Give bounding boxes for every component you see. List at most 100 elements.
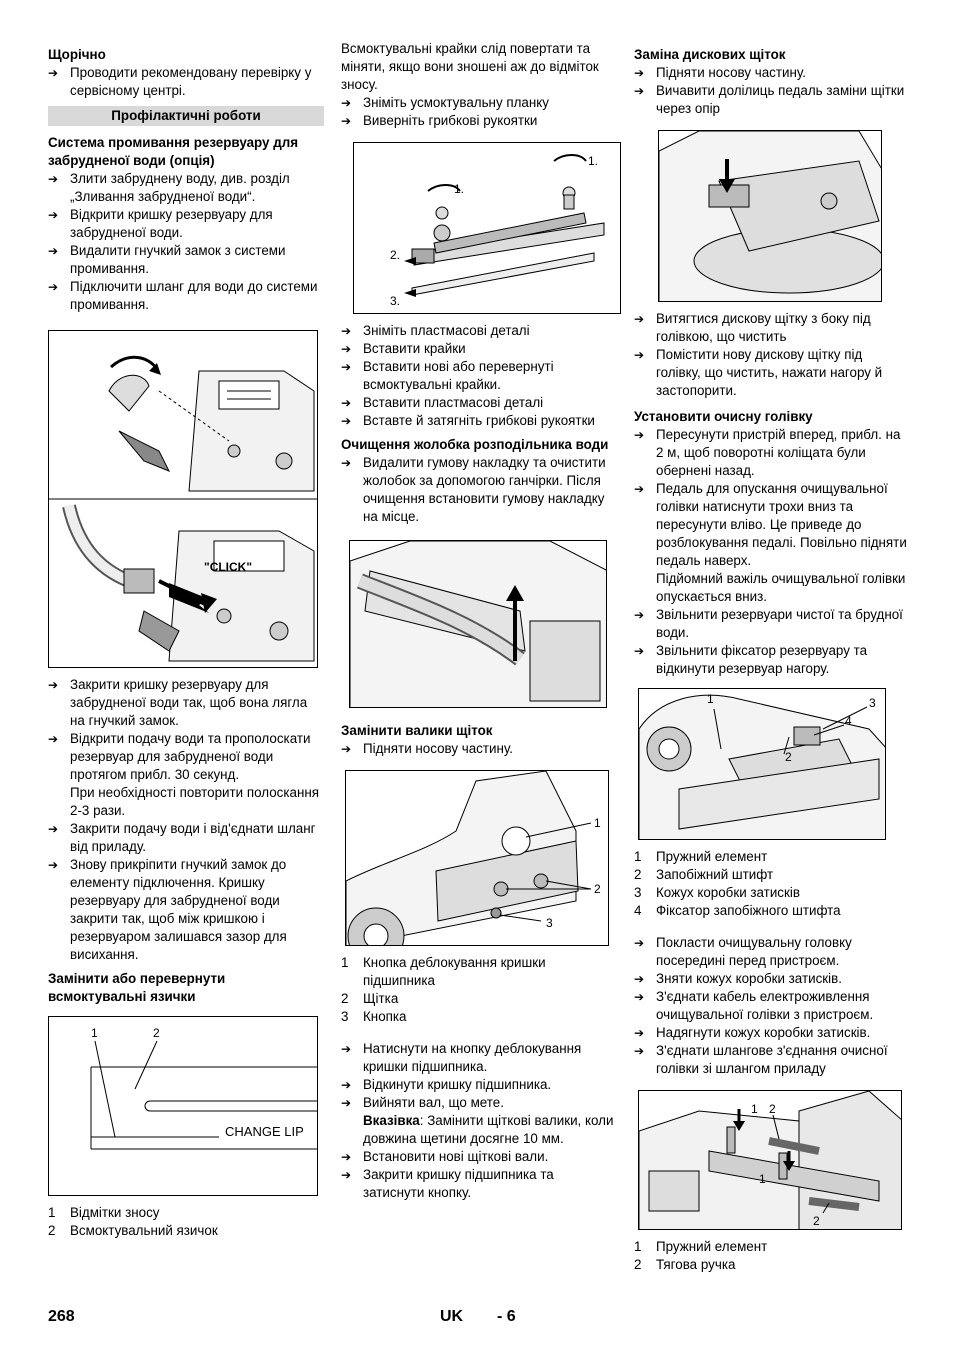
step-item: Помістити нову дискову щітку під голівку…	[634, 346, 910, 400]
rollers-fig-n3: 3	[546, 916, 553, 930]
step-item: Знову прикріпити гнучкий замок до елемен…	[48, 856, 324, 964]
lips-heading: Замінити або перевернути всмоктувальні я…	[48, 971, 226, 1004]
step-item: Закрити кришку резервуару для забруднено…	[48, 676, 324, 730]
legend-item: 1 Пружний елемент	[634, 848, 910, 866]
language-code: UK	[440, 1308, 464, 1325]
step-item: Звільнити фіксатор резервуару та відкину…	[634, 642, 910, 678]
step-item: Педаль для опускання очищувальної голівк…	[634, 480, 910, 570]
head-steps-3: Покласти очищувальну головку посередині …	[634, 934, 910, 1078]
legend-text: Кнопка деблокування кришки підшипника	[363, 955, 546, 988]
step-item: З'єднати кабель електроживлення очищувал…	[634, 988, 910, 1024]
step-item: З'єднати шлангове з'єднання очисної голі…	[634, 1042, 910, 1078]
tank-fig-n4: 4	[845, 714, 852, 728]
spring-figure: 1 2 1 2	[638, 1090, 902, 1230]
step-item: Відкрити подачу води та прополоскати рез…	[48, 730, 324, 784]
legend-item: 1 Пружний елемент	[634, 1238, 910, 1256]
disc-heading: Заміна дискових щіток	[634, 47, 786, 62]
step-item: Пересунути пристрій вперед, прибл. на 2 …	[634, 426, 910, 480]
legend-item: 4 Фіксатор запобіжного штифта	[634, 902, 910, 920]
step-item: Зніміть усмоктувальну планку	[341, 94, 617, 112]
rollers-steps-3: Встановити нові щіткові вали.Закрити кри…	[341, 1148, 617, 1202]
page-number: 268	[48, 1308, 75, 1325]
section-number: - 6	[497, 1308, 516, 1326]
lips-figure: 1 2 CHANGE LIP	[48, 1016, 318, 1196]
step-item: Вставити нові або перевернуті всмоктувал…	[341, 358, 617, 394]
spring-fig-n2: 2	[769, 1102, 776, 1116]
rollers-figure: 1 2 3	[345, 770, 609, 946]
rollers-steps-2: Натиснути на кнопку деблокування кришки …	[341, 1040, 617, 1112]
rinse-note: При необхідності повторити полоскання 2-…	[70, 785, 319, 818]
step-item: Вставити пластмасові деталі	[341, 394, 617, 412]
legend-number: 1	[634, 1239, 642, 1254]
legend-number: 1	[634, 849, 642, 864]
column-3: Заміна дискових щіток Підняти носову час…	[634, 40, 910, 1274]
spring-fig-n3: 1	[759, 1172, 766, 1186]
legend-text: Пружний елемент	[656, 1239, 768, 1254]
legend-item: 1 Відмітки зносу	[48, 1204, 324, 1222]
tank-fig-n2: 2	[785, 750, 792, 764]
disc-steps-2: Витягтися дискову щітку з боку під голів…	[634, 310, 910, 400]
legend-text: Тягова ручка	[656, 1257, 736, 1272]
head-steps-2: Звільнити резервуари чистої та брудної в…	[634, 606, 910, 678]
tank-fig-n3: 3	[869, 696, 876, 710]
squeegee-figure: 1. 1. 2. 3.	[353, 142, 621, 314]
hint: Вказівка: Замінити щіткові валики, коли …	[341, 1112, 617, 1148]
lips-fig-n2: 2	[153, 1026, 160, 1040]
hint-text: : Замінити щіткові валики, коли довжина …	[363, 1113, 614, 1146]
step-item: Відкинути кришку підшипника.	[341, 1076, 617, 1094]
head-note: Підйомний важіль очищувальної голівки оп…	[656, 571, 906, 604]
step-item: Закрити кришку підшипника та затиснути к…	[341, 1166, 617, 1202]
disc-steps: Підняти носову частину.Вичавити долілиць…	[634, 64, 910, 118]
lips-fig-change: CHANGE LIP	[225, 1124, 304, 1139]
step-item: Проводити рекомендовану перевірку у серв…	[48, 64, 324, 100]
step-item: Відкрити кришку резервуару для забруднен…	[48, 206, 324, 242]
step-item: Вставити крайки	[341, 340, 617, 358]
step-item: Вийняти вал, що мете.	[341, 1094, 617, 1112]
rollers-fig-n2: 2	[594, 882, 601, 896]
step-item: Видалити гнучкий замок з системи промива…	[48, 242, 324, 278]
spring-fig-n4: 2	[813, 1214, 820, 1228]
step-item: Виверніть грибкові рукоятки	[341, 112, 617, 130]
trough-figure	[349, 540, 607, 708]
head-steps: Пересунути пристрій вперед, прибл. на 2 …	[634, 426, 910, 570]
legend-number: 4	[634, 903, 642, 918]
step-item: Витягтися дискову щітку з боку під голів…	[634, 310, 910, 346]
lips-steps-2: Зніміть пластмасові деталіВставити крайк…	[341, 322, 617, 430]
rollers-steps: Підняти носову частину.	[341, 740, 617, 758]
step-item: Видалити гумову накладку та очистити жол…	[341, 454, 617, 526]
rinse-figure: "CLICK"	[48, 330, 318, 668]
disc-figure	[658, 130, 882, 302]
lips-fig-n1: 1	[91, 1026, 98, 1040]
squeegee-fig-label-a: 1.	[588, 154, 598, 168]
legend-number: 2	[48, 1223, 56, 1238]
column-1: Щорічно Проводити рекомендовану перевірк…	[48, 40, 324, 1240]
rinse-steps: Злити забруднену воду, див. розділ „Злив…	[48, 170, 324, 314]
tank-fig-n1: 1	[707, 692, 714, 706]
lips-intro: Всмоктувальні крайки слід повертати та м…	[341, 41, 599, 92]
legend-number: 1	[48, 1205, 56, 1220]
legend-text: Відмітки зносу	[70, 1205, 160, 1220]
legend-number: 1	[341, 955, 349, 970]
step-item: Надягнути кожух коробки затисків.	[634, 1024, 910, 1042]
yearly-steps: Проводити рекомендовану перевірку у серв…	[48, 64, 324, 100]
trough-steps: Видалити гумову накладку та очистити жол…	[341, 454, 617, 526]
legend-text: Пружний елемент	[656, 849, 768, 864]
column-2: Всмоктувальні крайки слід повертати та м…	[341, 40, 621, 1202]
step-item: Зніміть пластмасові деталі	[341, 322, 617, 340]
legend-text: Кнопка	[363, 1009, 407, 1024]
lips-steps-1: Зніміть усмоктувальну планкуВиверніть гр…	[341, 94, 617, 130]
step-item: Вставте й затягніть грибкові рукоятки	[341, 412, 617, 430]
rinse-steps-2: Закрити кришку резервуару для забруднено…	[48, 676, 324, 784]
step-item: Підняти носову частину.	[341, 740, 617, 758]
legend-number: 2	[341, 991, 349, 1006]
legend-text: Фіксатор запобіжного штифта	[656, 903, 841, 918]
section-number-text: - 6	[497, 1308, 516, 1325]
step-item: Злити забруднену воду, див. розділ „Злив…	[48, 170, 324, 206]
